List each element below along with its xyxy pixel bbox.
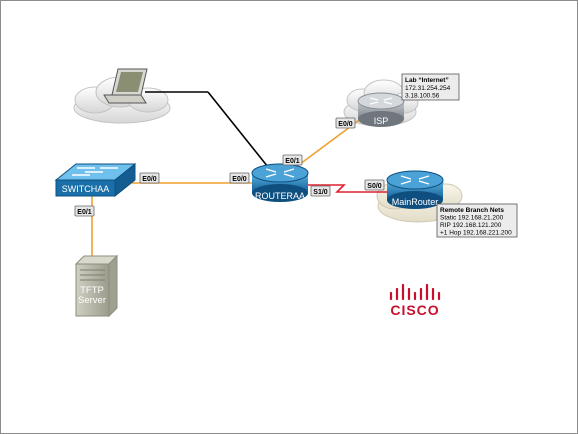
main-router-label: MainRouter — [392, 197, 439, 207]
interface-label: E0/0 — [338, 121, 353, 128]
server-icon — [74, 254, 119, 318]
cisco-logo: CISCO — [389, 283, 441, 318]
switch-icon — [54, 162, 137, 198]
interface-label: S1/0 — [313, 189, 328, 196]
isp-label: ISP — [374, 116, 389, 126]
callout-line: Static 192.168.21.200 — [440, 215, 504, 222]
switch-label: SWITCHAA — [62, 184, 110, 194]
serial-link — [308, 184, 388, 193]
interface-label: E0/0 — [142, 176, 157, 183]
interface-tag-isp-e00: E0/0 — [335, 117, 356, 129]
interface-label: E0/0 — [232, 176, 247, 183]
callout-title: Lab “Internet” — [405, 77, 449, 84]
callout-line: RIP 192.168.121.200 — [440, 222, 502, 229]
server-label-line2: Server — [78, 295, 106, 306]
router-icon — [251, 163, 309, 202]
server-label-line1: TFTP — [80, 285, 104, 296]
interface-tag-switch-e01: E0/1 — [74, 205, 95, 217]
internet-link-diagonal — [207, 91, 273, 173]
cisco-wordmark: CISCO — [390, 302, 439, 318]
callout-title: Remote Branch Nets — [440, 207, 504, 214]
interface-tag-router-e01: E0/1 — [282, 154, 303, 166]
interface-label: S0/0 — [367, 183, 382, 190]
interface-tag-switch-e00: E0/0 — [139, 172, 160, 184]
callout-line: +1 Hop 192.168.221.200 — [440, 230, 512, 237]
interface-label: E0/1 — [77, 209, 92, 216]
callout-line: 172.31.254.254 — [405, 85, 451, 92]
main-router-icon — [386, 170, 444, 209]
callout-line: 3.18.100.56 — [405, 93, 440, 100]
interface-label: E0/1 — [285, 158, 300, 165]
router-label: ROUTERAA — [255, 191, 305, 201]
remote-branch-callout: Remote Branch Nets Static 192.168.21.200… — [436, 203, 518, 238]
laptop-icon — [103, 68, 148, 104]
lab-internet-callout: Lab “Internet” 172.31.254.254 3.18.100.5… — [401, 73, 460, 101]
interface-tag-router-e00: E0/0 — [229, 172, 250, 184]
interface-tag-main-s00: S0/0 — [364, 179, 385, 191]
interface-tag-router-s10: S1/0 — [310, 185, 331, 197]
cisco-bridge-icon — [389, 283, 441, 301]
isp-router-icon — [357, 92, 405, 127]
